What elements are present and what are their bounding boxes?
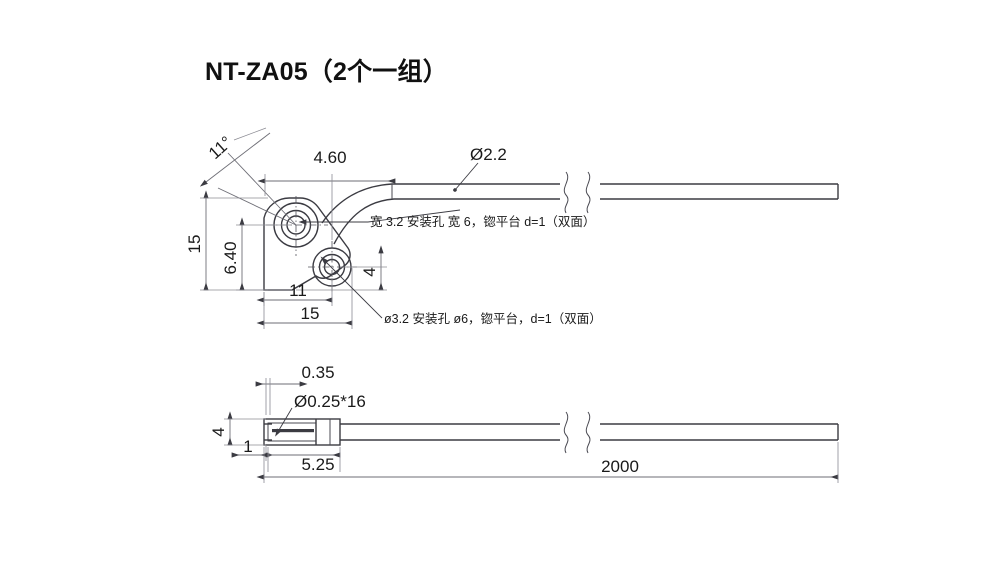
- dimension-side-height-4: 4: [209, 411, 266, 446]
- dimension-5-25: 5.25: [260, 447, 341, 474]
- dimension-label-wire-spec: Ø0.25*16: [294, 392, 366, 411]
- dimension-2000: 2000: [256, 442, 839, 483]
- dimension-4-60: 4.60: [257, 148, 396, 240]
- dimension-height-6-40: 6.40: [221, 217, 292, 291]
- bracket-outline: [263, 197, 351, 291]
- leader-cable-diameter: Ø2.2: [453, 145, 507, 192]
- dimension-label-11: 11: [289, 281, 307, 300]
- dimension-label-cable-diameter: Ø2.2: [470, 145, 507, 164]
- dimension-label-4: 4: [360, 267, 379, 276]
- dimension-step-1: 1: [231, 437, 274, 461]
- dimension-height-4: 4: [296, 245, 387, 291]
- page-title: NT-ZA05（2个一组）: [205, 58, 448, 86]
- leader-note-top: 宽 3.2 安装孔 宽 6，锪平台 d=1（双面）: [298, 209, 595, 229]
- dimension-label-angle: 11°: [205, 132, 236, 162]
- mounting-hole-upper: [266, 196, 328, 256]
- dimension-label-1: 1: [243, 437, 252, 456]
- dimension-label-6-40: 6.40: [221, 241, 240, 274]
- leader-note-bottom: ø3.2 安装孔 ø6，锪平台，d=1（双面）: [320, 256, 602, 326]
- side-view-body: [263, 418, 341, 446]
- dimension-height-15: 15: [185, 190, 268, 291]
- dimension-0-35: 0.35: [255, 363, 335, 415]
- leader-wire-spec: Ø0.25*16: [275, 392, 366, 437]
- dimension-label-4-60: 4.60: [313, 148, 346, 167]
- annotation-note-bottom: ø3.2 安装孔 ø6，锪平台，d=1（双面）: [384, 311, 602, 326]
- dimension-label-2000: 2000: [601, 457, 639, 476]
- dimension-width-15: 15: [256, 268, 353, 329]
- dimension-label-15-height: 15: [185, 235, 204, 254]
- break-line-symbol-top: [563, 171, 591, 214]
- dimension-angle-11: 11°: [199, 127, 297, 226]
- dimension-label-side-4: 4: [209, 427, 228, 436]
- cable-side-view: [340, 423, 839, 441]
- break-line-symbol-side: [563, 411, 591, 454]
- annotation-note-top: 宽 3.2 安装孔 宽 6，锪平台 d=1（双面）: [370, 214, 595, 229]
- dimension-label-0-35: 0.35: [301, 363, 334, 382]
- dimension-label-5-25: 5.25: [301, 455, 334, 474]
- cable-top-view: [321, 183, 839, 245]
- dimension-label-15-width: 15: [301, 304, 320, 323]
